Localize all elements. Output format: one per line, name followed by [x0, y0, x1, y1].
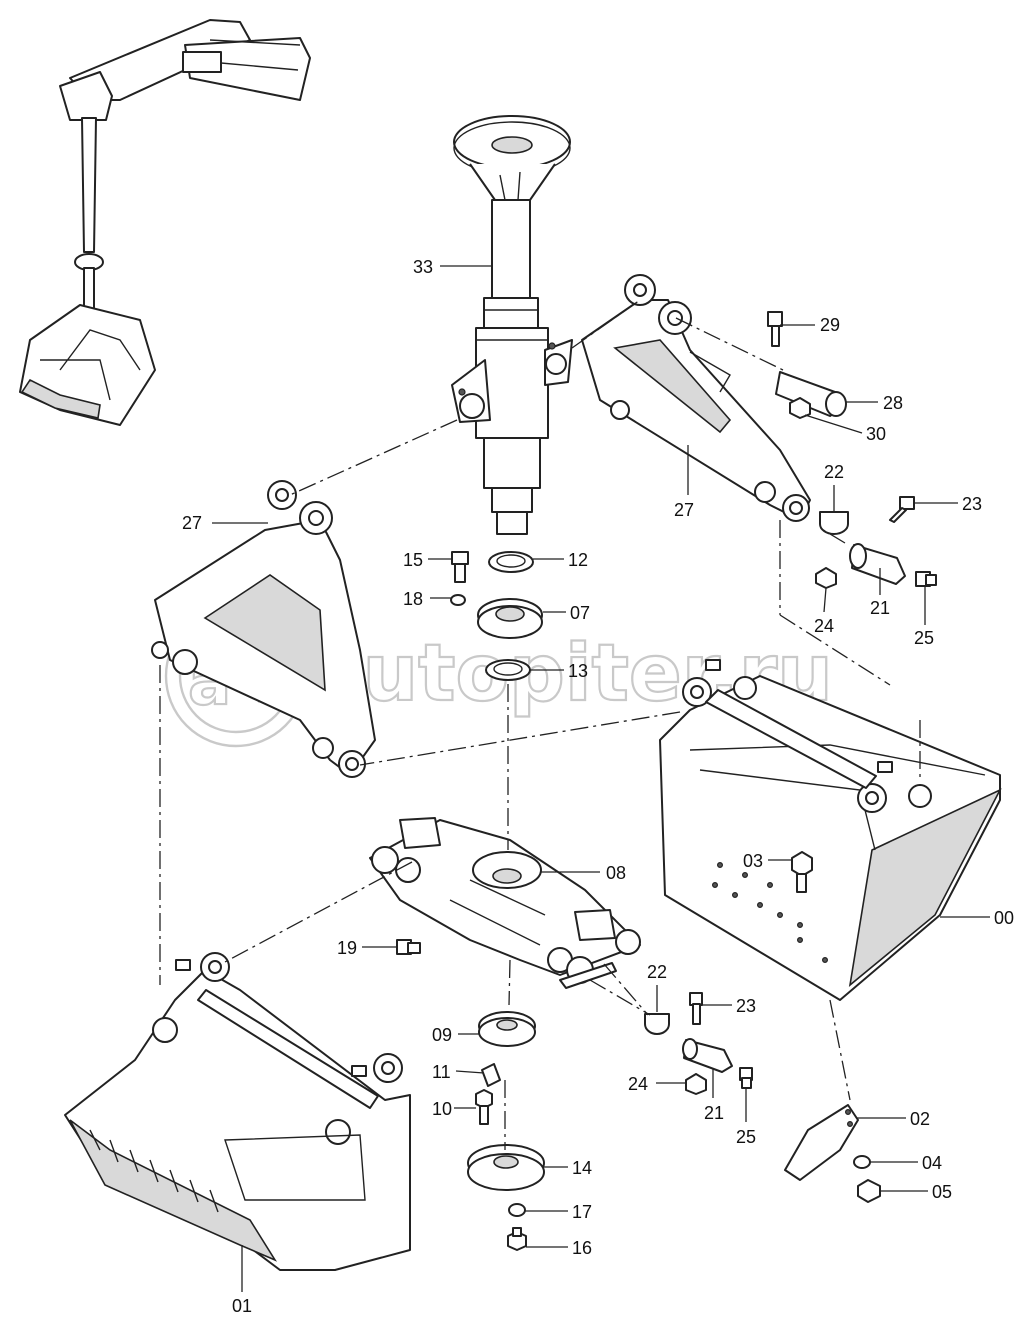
callout-27: 27 — [674, 500, 694, 520]
callout-13: 13 — [568, 661, 588, 681]
split-collar-09 — [478, 1011, 536, 1047]
seal-ring-12 — [488, 551, 534, 573]
callout-17: 17 — [572, 1202, 592, 1222]
callout-29: 29 — [820, 315, 840, 335]
callout-01: 01 — [232, 1296, 252, 1316]
callout-21: 21 — [870, 598, 890, 618]
thrust-plate-14 — [467, 1144, 545, 1191]
callout-08: 08 — [606, 863, 626, 883]
lock-plate-11 — [481, 1063, 501, 1087]
tooth-02 — [784, 1104, 859, 1181]
bolt-10 — [475, 1089, 493, 1125]
callout-23: 23 — [962, 494, 982, 514]
link-arm-upper-right — [581, 274, 811, 522]
bucket-shell-01 — [64, 952, 411, 1271]
callout-labels: 33 29 28 30 27 27 22 23 21 24 25 15 12 1… — [182, 257, 1014, 1316]
leader-lines — [212, 265, 990, 1292]
callout-04: 04 — [922, 1153, 942, 1173]
nut-24-lower — [685, 1073, 707, 1095]
nut-05 — [857, 1179, 881, 1203]
callout-25: 25 — [914, 628, 934, 648]
bolt-16 — [507, 1227, 527, 1251]
callout-14: 14 — [572, 1158, 592, 1178]
bearing-plate-07 — [477, 598, 543, 639]
callout-19: 19 — [337, 938, 357, 958]
callout-22: 22 — [647, 962, 667, 982]
callout-30: 30 — [866, 424, 886, 444]
callout-15: 15 — [403, 550, 423, 570]
bolt-hole-pattern — [711, 861, 828, 963]
pin-28 — [775, 371, 847, 417]
bolt-23-lower — [689, 992, 703, 1025]
bucket-shell-00 — [659, 659, 1002, 1001]
machine-overview-illustration — [19, 19, 311, 426]
callout-22: 22 — [824, 462, 844, 482]
bushing-22-upper — [819, 511, 849, 535]
pin-21-upper — [849, 543, 906, 585]
nut-30 — [789, 397, 811, 419]
callout-24: 24 — [628, 1074, 648, 1094]
callout-33: 33 — [413, 257, 433, 277]
callout-12: 12 — [568, 550, 588, 570]
pin-21-lower — [682, 1038, 733, 1073]
callout-25: 25 — [736, 1127, 756, 1147]
snap-ring-18 — [450, 594, 466, 606]
callout-27: 27 — [182, 513, 202, 533]
grease-fitting-25-lower — [739, 1067, 753, 1089]
callout-28: 28 — [883, 393, 903, 413]
callout-11: 11 — [432, 1062, 451, 1082]
washer-04 — [853, 1155, 871, 1169]
callout-10: 10 — [432, 1099, 452, 1119]
callout-07: 07 — [570, 603, 590, 623]
bolt-23-upper — [889, 496, 915, 523]
callout-16: 16 — [572, 1238, 592, 1258]
assembly-lines — [159, 299, 921, 1150]
bolt-03 — [791, 851, 813, 893]
callout-02: 02 — [910, 1109, 930, 1129]
callout-00: 00 — [994, 908, 1014, 928]
callout-03: 03 — [743, 851, 763, 871]
callout-21: 21 — [704, 1103, 724, 1123]
grease-fitting-19 — [396, 939, 421, 955]
nut-24-upper — [815, 567, 837, 589]
seal-ring-13 — [485, 659, 531, 681]
center-shaft — [451, 115, 573, 535]
bushing-22-lower — [644, 1013, 670, 1035]
callout-18: 18 — [403, 589, 423, 609]
callout-09: 09 — [432, 1025, 452, 1045]
link-arm-left — [151, 480, 376, 778]
bolt-15 — [451, 551, 469, 583]
callout-05: 05 — [932, 1182, 952, 1202]
grease-fitting-25-upper — [915, 571, 937, 587]
head-frame-08 — [369, 817, 641, 989]
bolt-29 — [767, 311, 783, 347]
washer-17 — [508, 1203, 526, 1217]
callout-24: 24 — [814, 616, 834, 636]
callout-23: 23 — [736, 996, 756, 1016]
